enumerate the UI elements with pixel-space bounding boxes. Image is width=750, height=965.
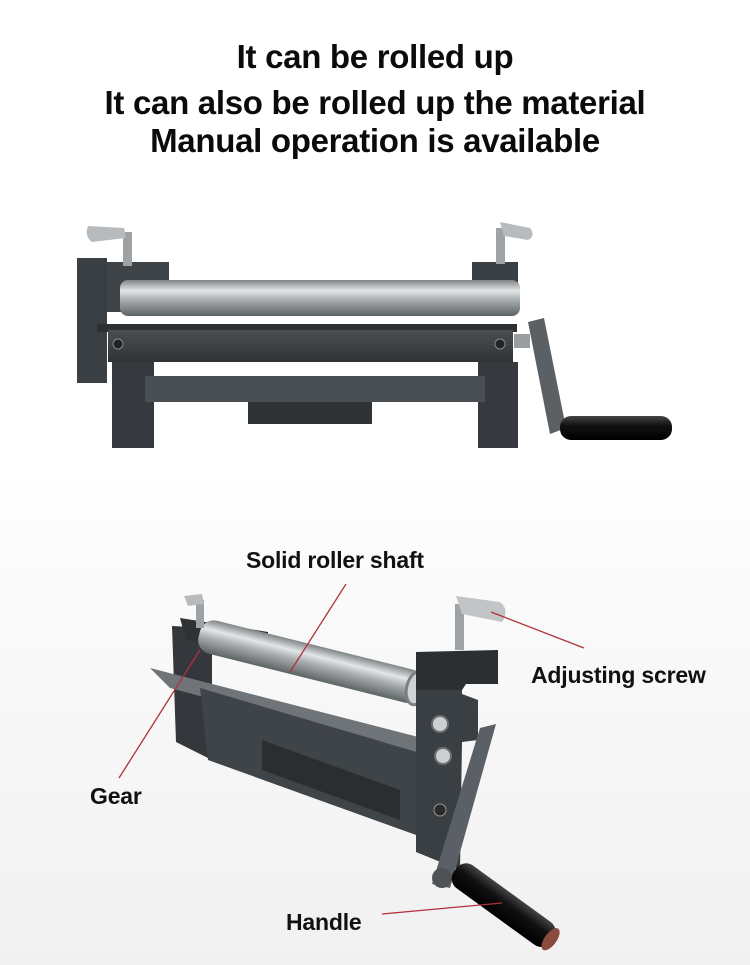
- callout-solid-roller-shaft: Solid roller shaft: [246, 547, 424, 573]
- callout-gear: Gear: [90, 783, 142, 809]
- headline-line-3: Manual operation is available: [150, 122, 600, 159]
- callout-handle: Handle: [286, 909, 362, 935]
- headline-line-1: It can be rolled up: [236, 38, 514, 75]
- leader-line-roller: [289, 583, 347, 673]
- headline-line-2: It can also be rolled up the material: [104, 84, 646, 121]
- leader-line-handle: [381, 902, 503, 915]
- callout-adjusting-screw: Adjusting screw: [531, 662, 706, 688]
- leader-line-screw: [490, 611, 585, 649]
- leader-line-gear: [118, 649, 201, 779]
